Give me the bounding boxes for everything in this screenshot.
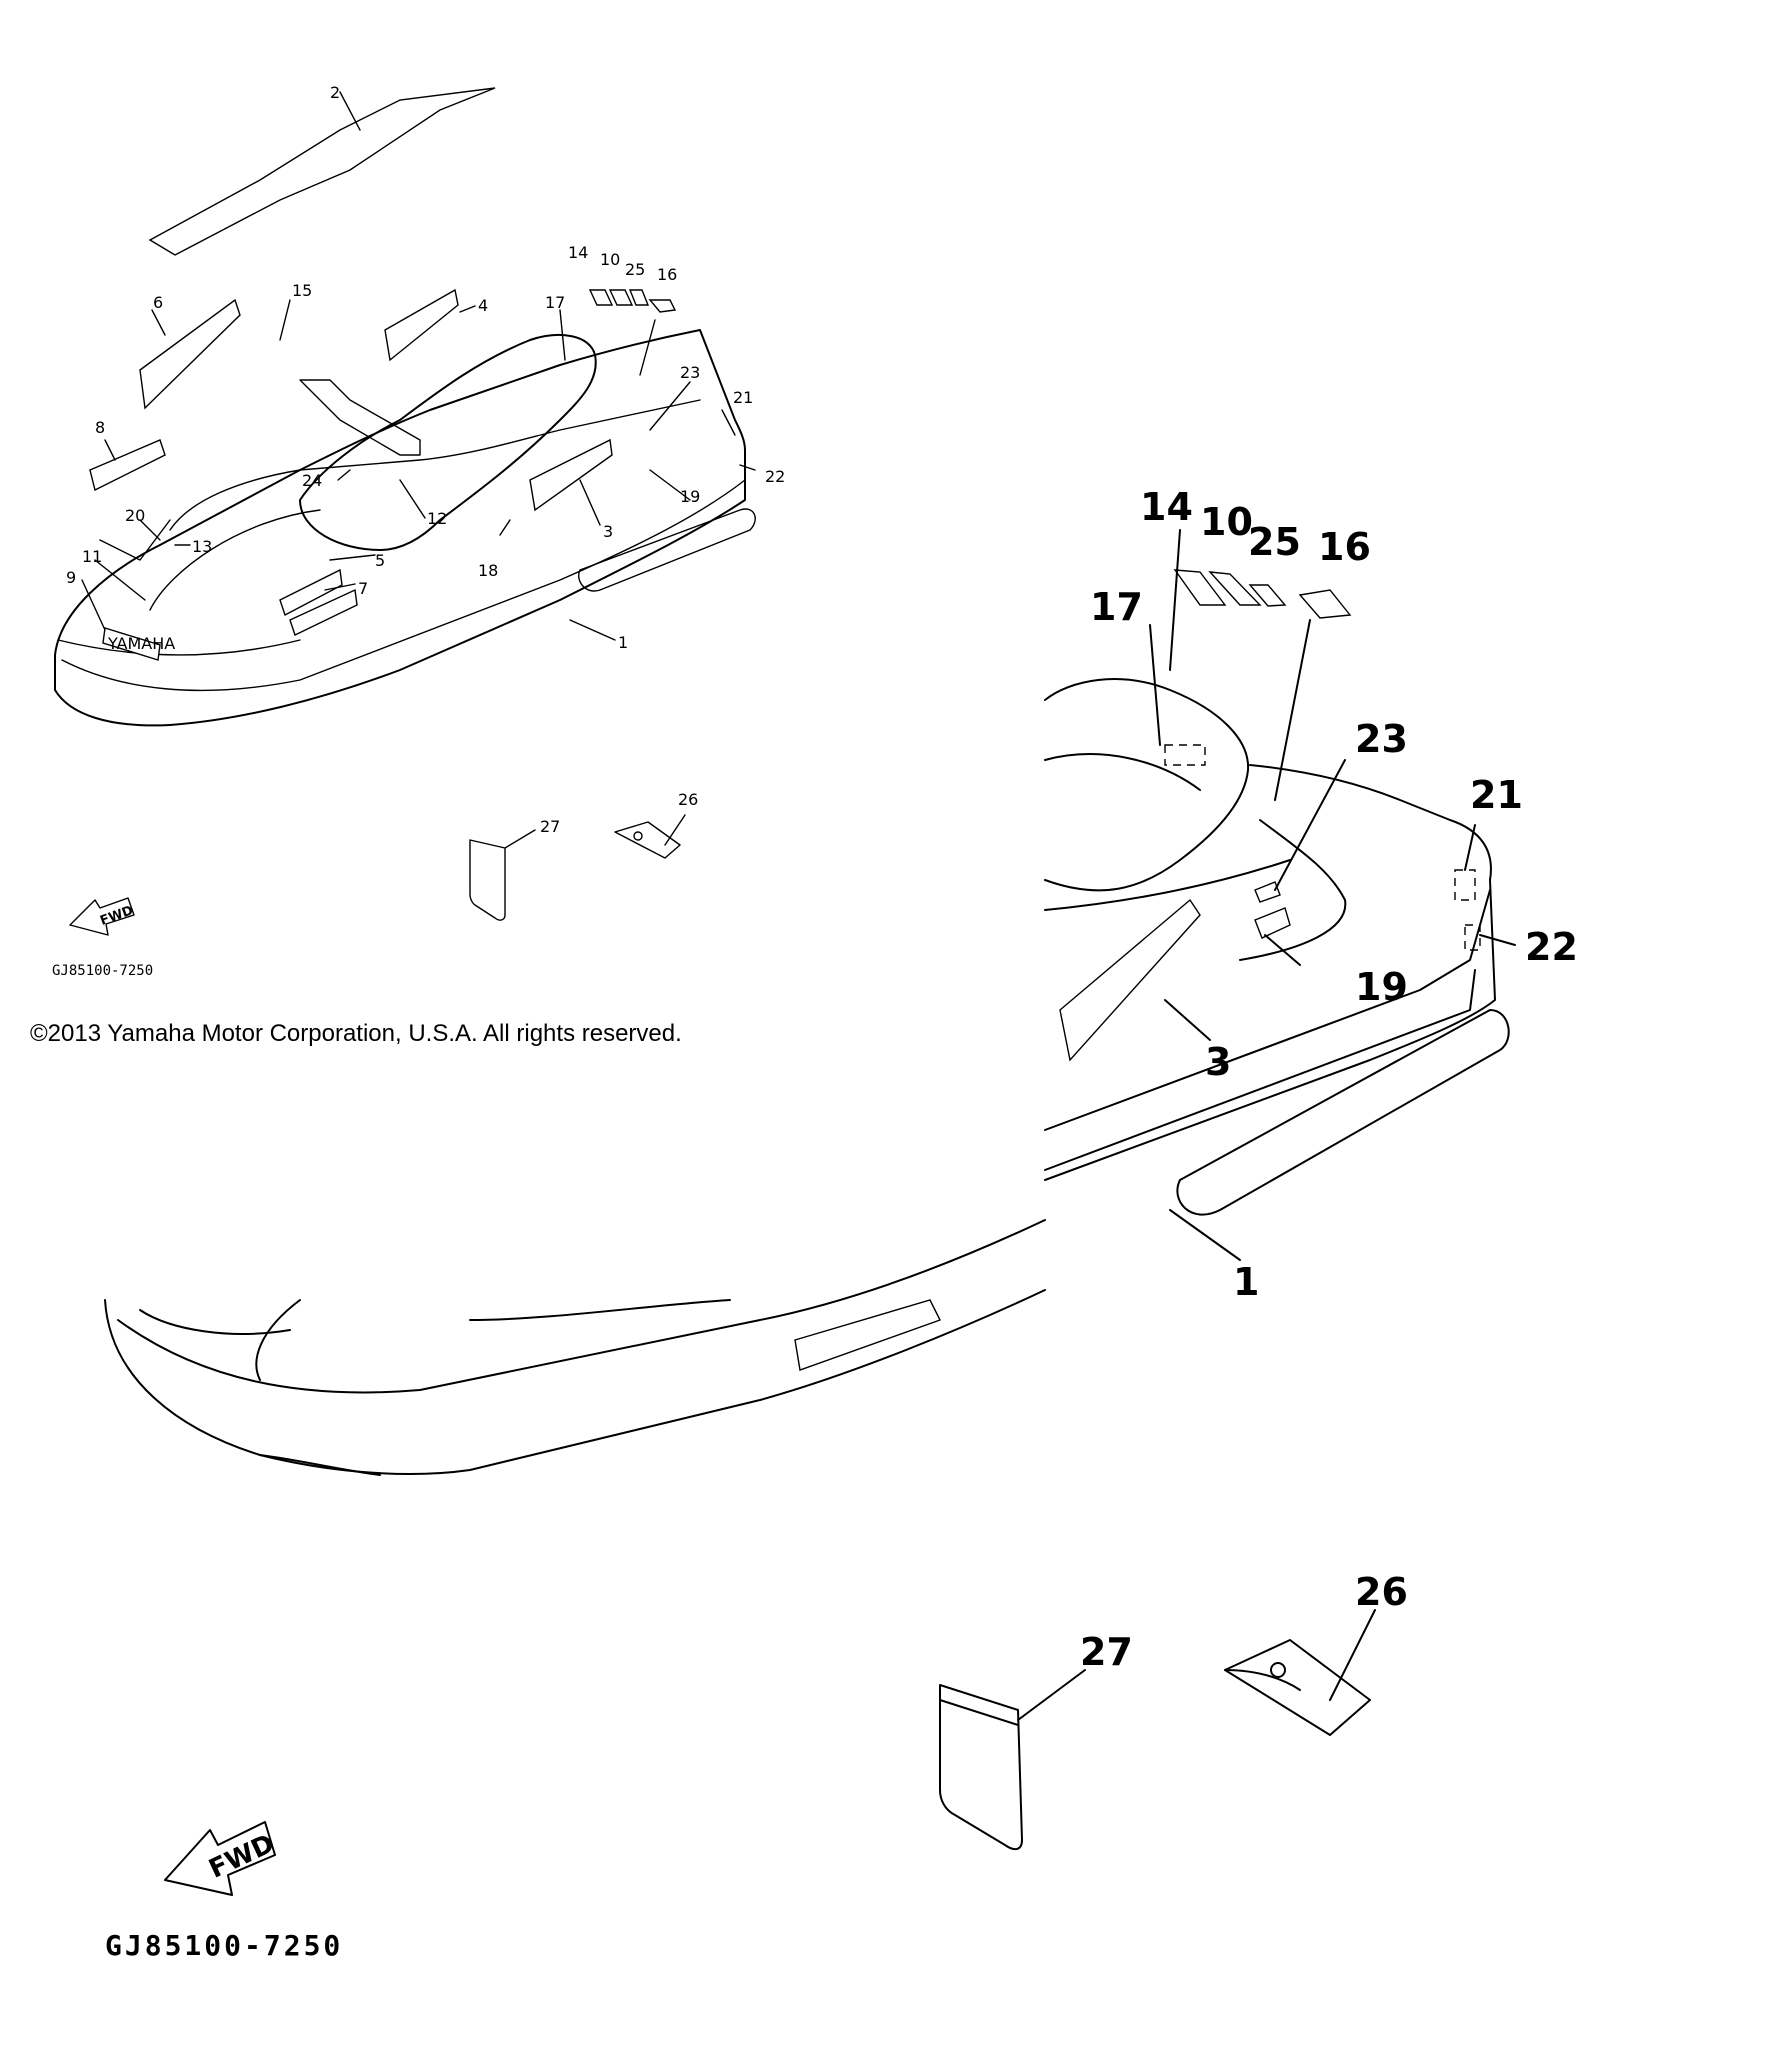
- ov-label-13: 13: [192, 537, 212, 556]
- ov-label-16: 16: [657, 265, 677, 284]
- fwd-arrow-small-icon: FWD: [69, 897, 135, 936]
- ov-label-12: 12: [427, 509, 447, 528]
- ov-label-23: 23: [680, 363, 700, 382]
- decal-8: [89, 439, 166, 492]
- svg-text:27: 27: [540, 817, 560, 836]
- overview-handlebar: [299, 379, 421, 456]
- ov-part-26: 26: [614, 790, 698, 859]
- ov-label-8: 8: [95, 418, 105, 437]
- detail-sponson: [1176, 1009, 1510, 1216]
- dt-label-3: 3: [1205, 1040, 1231, 1084]
- dt-part-26: 26: [1224, 1570, 1408, 1736]
- ov-label-17: 17: [545, 293, 565, 312]
- ov-label-15: 15: [292, 281, 312, 300]
- ov-label-5: 5: [375, 551, 385, 570]
- detail-decal-19: [1254, 907, 1291, 939]
- decal-5: [279, 568, 343, 617]
- decal-7: [289, 588, 358, 636]
- ov-label-24: 24: [302, 471, 322, 490]
- ov-label-18: 18: [478, 561, 498, 580]
- ov-label-19: 19: [680, 487, 700, 506]
- svg-text:FWD: FWD: [205, 1829, 279, 1885]
- dt-label-17: 17: [1090, 585, 1143, 629]
- dt-label-27: 27: [1080, 1630, 1133, 1674]
- detail-drawing: 14 10 25 16 17 23 21 22 19 3 1 27 26 FWD: [104, 485, 1578, 1962]
- ov-label-7: 7: [358, 579, 368, 598]
- ov-part-27: 27: [469, 817, 560, 921]
- detail-marker-21: [1454, 869, 1476, 901]
- copyright-notice: ©2013 Yamaha Motor Corporation, U.S.A. A…: [30, 1020, 682, 1047]
- ov-label-1: 1: [618, 633, 628, 652]
- decal-2: [148, 87, 496, 256]
- ov-label-6: 6: [153, 293, 163, 312]
- dt-label-14: 14: [1140, 485, 1193, 529]
- decal-9-yamaha: YAMAHA: [102, 627, 175, 661]
- dt-label-21: 21: [1470, 773, 1523, 817]
- svg-text:26: 26: [678, 790, 698, 809]
- decal-10-small: [608, 289, 634, 306]
- decal-6: [139, 298, 241, 410]
- detail-decal-14: [1173, 569, 1227, 606]
- dt-label-19: 19: [1355, 965, 1408, 1009]
- detail-decal-16: [1298, 589, 1352, 619]
- overview-hull: [54, 329, 746, 727]
- decal-25-small: [628, 289, 650, 306]
- dt-label-22: 22: [1525, 925, 1578, 969]
- detail-decal-bottom: [794, 1299, 941, 1371]
- ov-label-22: 22: [765, 467, 785, 486]
- detail-decal-10: [1208, 571, 1262, 606]
- ov-label-4: 4: [478, 296, 488, 315]
- ov-label-14: 14: [568, 243, 588, 262]
- detail-decal-25: [1248, 584, 1287, 607]
- detail-decal-23: [1254, 881, 1281, 903]
- detail-hull-lower: [104, 1289, 1046, 1476]
- detail-seat: [1044, 678, 1250, 892]
- dt-label-10: 10: [1200, 500, 1253, 544]
- overview-seat: [299, 334, 597, 551]
- decal-4: [384, 288, 459, 362]
- diagram-code-small: GJ85100-7250: [52, 963, 153, 979]
- detail-decal-3: [1059, 898, 1201, 1062]
- ov-label-9: 9: [66, 568, 76, 587]
- ov-label-10: 10: [600, 250, 620, 269]
- dt-label-23: 23: [1355, 717, 1408, 761]
- detail-marker-22: [1464, 924, 1481, 951]
- dt-label-26: 26: [1355, 1570, 1408, 1614]
- dt-part-27: 27: [939, 1630, 1133, 1851]
- decal-14-small: [588, 289, 614, 306]
- ov-label-3: 3: [603, 522, 613, 541]
- dt-label-1: 1: [1233, 1260, 1259, 1304]
- svg-text:YAMAHA: YAMAHA: [107, 634, 175, 653]
- fwd-arrow-large-icon: FWD: [164, 1821, 279, 1896]
- ov-label-25: 25: [625, 260, 645, 279]
- ov-label-2: 2: [330, 83, 340, 102]
- dt-label-16: 16: [1318, 525, 1371, 569]
- ov-label-21: 21: [733, 388, 753, 407]
- diagram-code-large: GJ85100-7250: [105, 1929, 343, 1962]
- overview-sponson: [578, 508, 756, 592]
- decal-3: [529, 438, 613, 512]
- ov-label-20: 20: [125, 506, 145, 525]
- decal-16-small: [648, 299, 677, 313]
- ov-label-11: 11: [82, 547, 102, 566]
- dt-label-25: 25: [1248, 520, 1301, 564]
- detail-marker-17: [1164, 744, 1206, 766]
- overview-drawing: YAMAHA 2 6 15 8 4 17 1: [52, 83, 785, 979]
